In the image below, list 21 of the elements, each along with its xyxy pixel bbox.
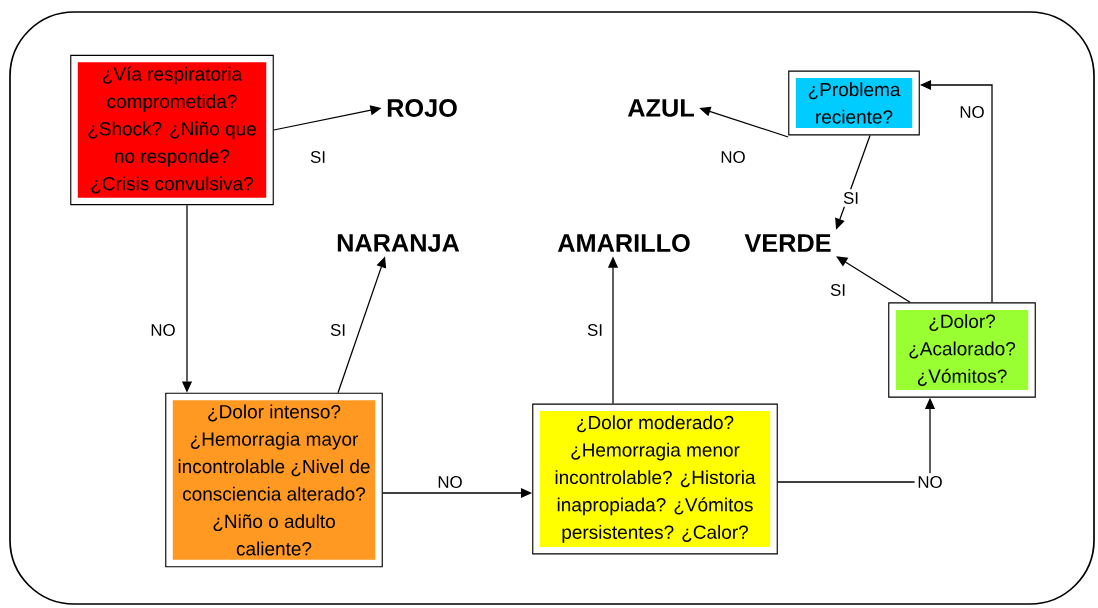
edge-label: NO [717,148,749,166]
outcome-label: ROJO [387,99,457,117]
question-box: ¿Dolor? ¿Acalorado? ¿Vómitos? [888,302,1036,398]
arrow [836,256,911,303]
question-box: ¿Problema reciente? [788,70,920,136]
outcome-label: VERDE [744,234,831,252]
outcome-label: AMARILLO [557,234,690,252]
outcome-label: AZUL [627,99,694,117]
edge-label: SI [840,189,862,207]
question-box: ¿Dolor intenso? ¿Hemorragia mayor incontrolable ¿Nivel de consciencia alterado? ¿Niño o adulto caliente? [165,392,383,568]
outcome-label: NARANJA [337,234,460,252]
edge-label: NO [914,473,946,491]
edge-label: SI [327,321,349,339]
edge-label: SI [827,281,849,299]
edge-label: SI [307,148,329,166]
edge-label: NO [434,473,466,491]
question-box: ¿Dolor moderado? ¿Hemorragia menor incontrolable? ¿Historia inapropiada? ¿Vómitos persistentes? ¿Calor? [532,403,778,555]
question-box: ¿Vía respiratoria comprometida? ¿Shock? ¿Niño que no responde? ¿Crisis convulsiva? [70,54,274,206]
edge-label: NO [956,103,988,121]
edge-label: NO [147,321,179,339]
edge-label: SI [584,321,606,339]
